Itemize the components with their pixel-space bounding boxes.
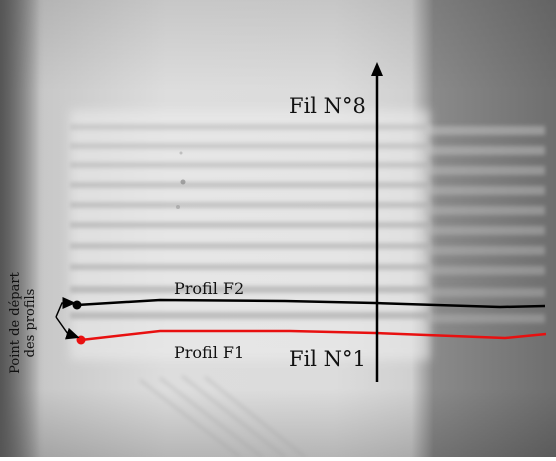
start-arrow-to-f1 <box>55 316 80 340</box>
start-point-caption-line1: Point de départ <box>8 272 23 374</box>
start-point-caption: Point de départ des profils <box>8 264 38 382</box>
profile-f1-line <box>80 329 547 342</box>
label-wire-bottom: Fil N°1 <box>289 347 366 371</box>
speck <box>176 205 180 209</box>
diagonal-artifacts <box>139 375 306 458</box>
speck <box>179 151 183 155</box>
start-point-caption-line2: des profils <box>23 288 38 358</box>
profile-f2-line <box>76 298 546 309</box>
profile-f2-start-dot <box>72 300 82 310</box>
start-arrow-to-f2 <box>55 297 76 318</box>
wire-stripes <box>70 124 430 319</box>
label-wire-top: Fil N°8 <box>289 94 366 118</box>
label-profile-f1: Profil F1 <box>174 343 245 362</box>
wire-stripes-right <box>425 126 545 323</box>
profile-f1-start-dot <box>76 335 86 345</box>
left-dark-edge <box>0 0 40 457</box>
wire-axis-arrowhead <box>371 62 383 76</box>
label-profile-f2: Profil F2 <box>174 279 245 298</box>
speck <box>180 179 186 185</box>
